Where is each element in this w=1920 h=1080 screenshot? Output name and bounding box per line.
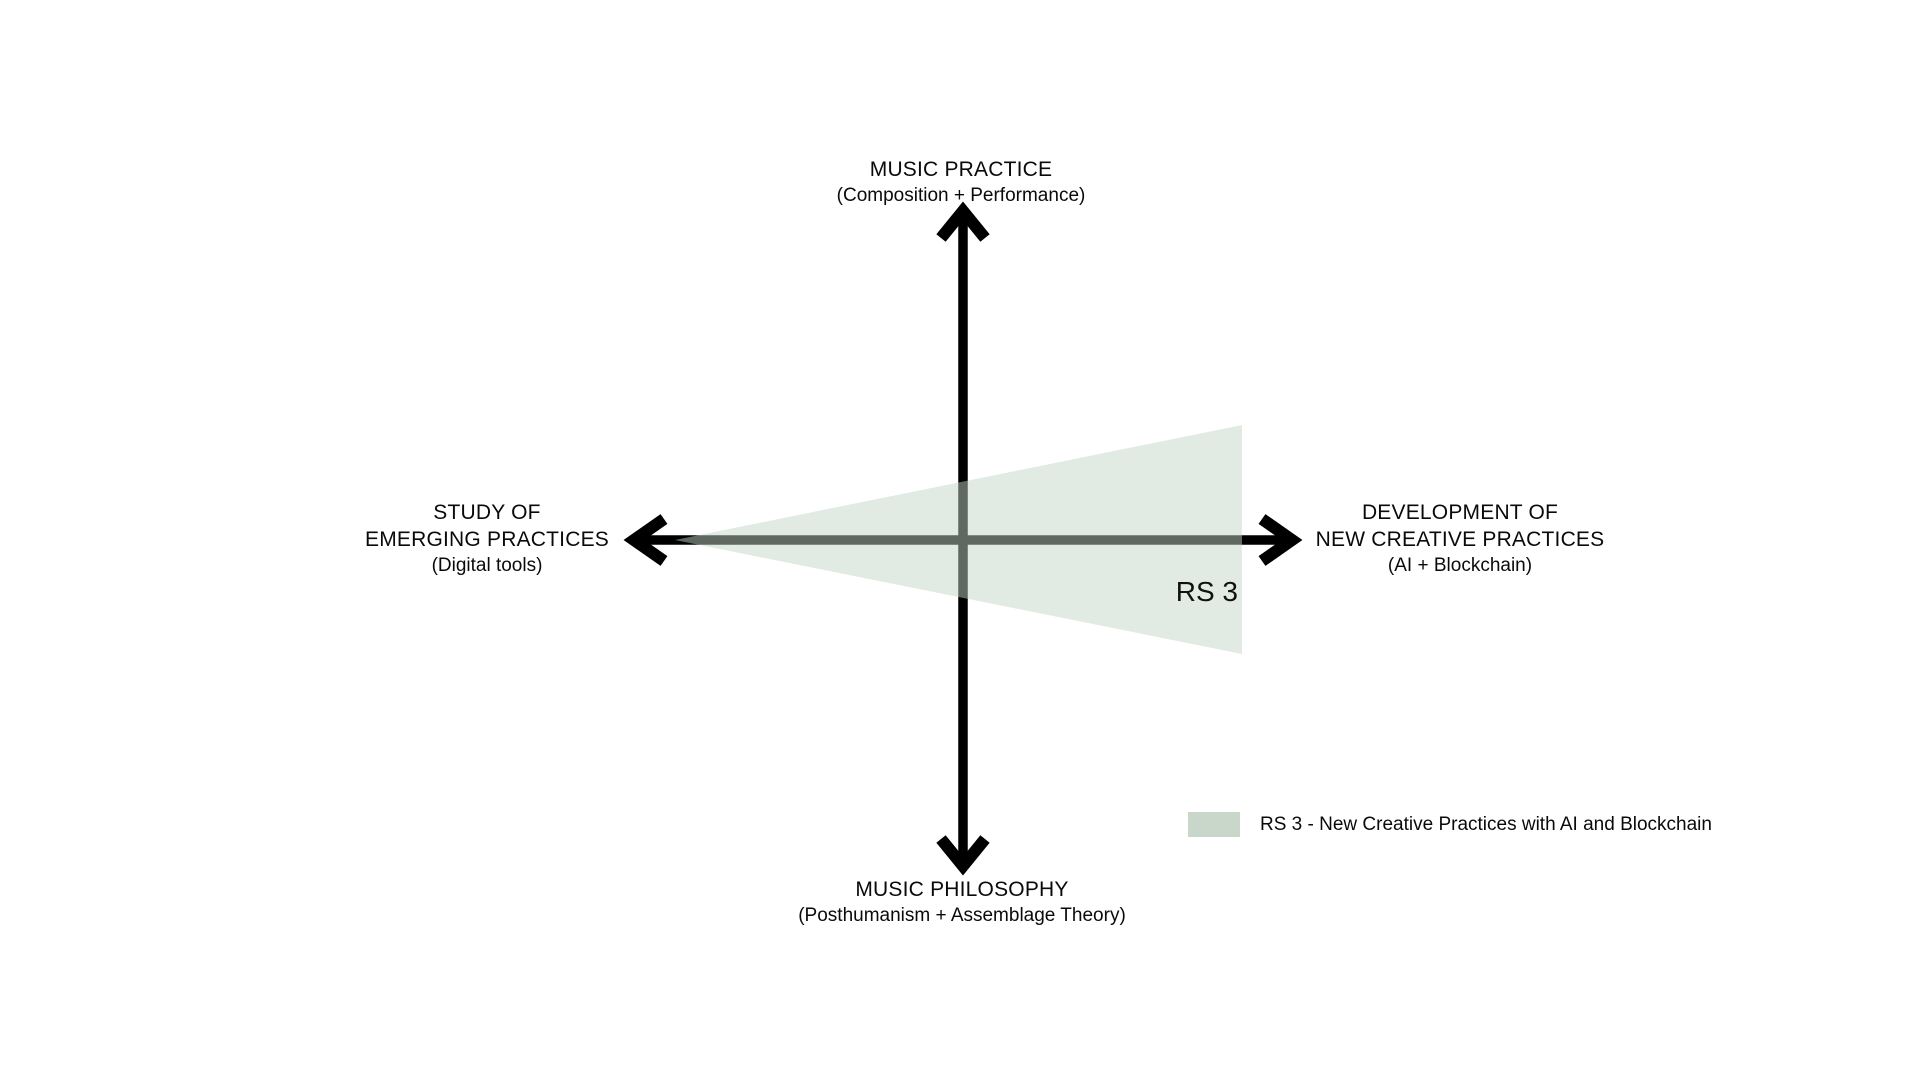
arrowhead-up-icon (936, 201, 990, 242)
axis-label-left-title-line2: EMERGING PRACTICES (365, 528, 609, 551)
rs3-wedge-shape (675, 425, 1242, 654)
axis-label-left-subtitle: (Digital tools) (431, 555, 543, 576)
axis-label-right-title-line2: NEW CREATIVE PRACTICES (1315, 528, 1605, 551)
axes-group (623, 201, 1303, 876)
legend: RS 3 - New Creative Practices with AI an… (1188, 812, 1712, 837)
rs3-region-label: RS 3 (1175, 576, 1238, 607)
axis-label-left: STUDY OF EMERGING PRACTICES (Digital too… (365, 499, 609, 579)
axis-label-bottom-title: MUSIC PHILOSOPHY (855, 878, 1069, 901)
axis-label-right-subtitle: (AI + Blockchain) (1387, 555, 1533, 576)
axis-label-top-title: MUSIC PRACTICE (869, 158, 1053, 181)
axis-label-bottom: MUSIC PHILOSOPHY (Posthumanism + Assembl… (798, 876, 1126, 929)
legend-swatch (1188, 812, 1240, 837)
legend-label: RS 3 - New Creative Practices with AI an… (1260, 814, 1712, 835)
arrowhead-right-icon (1258, 514, 1303, 566)
arrowhead-down-icon (936, 835, 990, 876)
axis-label-left-title-line1: STUDY OF (433, 501, 541, 524)
axis-label-right-title-line1: DEVELOPMENT OF (1361, 501, 1559, 524)
axis-label-bottom-subtitle: (Posthumanism + Assemblage Theory) (798, 905, 1126, 926)
arrowhead-left-icon (623, 514, 668, 566)
axis-label-top: MUSIC PRACTICE (Composition + Performanc… (837, 156, 1086, 209)
axis-label-top-subtitle: (Composition + Performance) (836, 185, 1086, 206)
axis-label-right: DEVELOPMENT OF NEW CREATIVE PRACTICES (A… (1316, 499, 1605, 579)
